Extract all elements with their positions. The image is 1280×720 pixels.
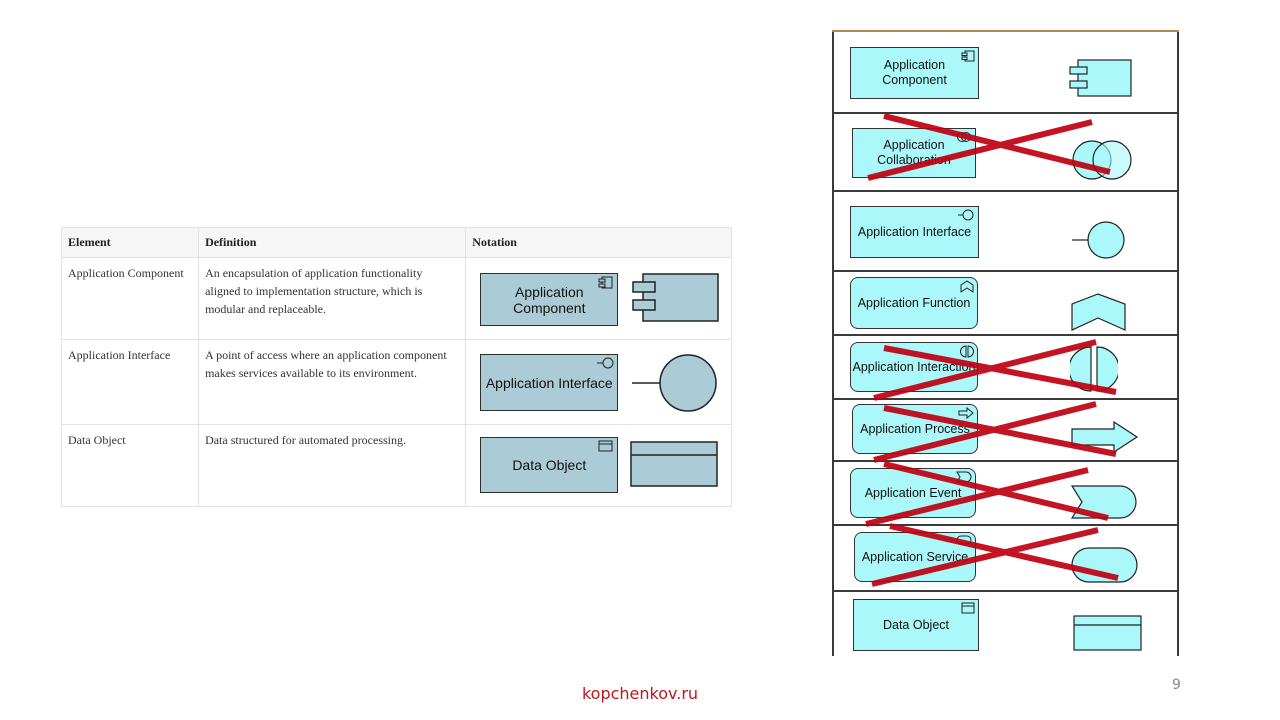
header-definition: Definition [198,227,467,258]
interface-icon [632,354,718,412]
function-icon [960,280,974,293]
process-icon [958,407,974,419]
interaction-icon [960,345,974,358]
data-object-icon [630,441,719,487]
element-box: Application Collaboration [852,128,976,178]
element-box: Application Function [850,277,978,329]
component-icon [598,276,613,289]
element-definition: An encapsulation of application function… [198,257,467,340]
function-icon [1071,293,1126,331]
notation-cell: Application Component [465,257,732,340]
notation-label: Data Object [512,457,587,473]
notation-box: Data Object [480,437,619,493]
element-definition: A point of access where an application c… [198,339,467,425]
element-box: Application Component [850,47,979,99]
panel-row-application-service: Application Service [834,524,1177,590]
element-label: Application Function [857,295,971,310]
element-box: Application Service [854,532,976,582]
page-number: 9 [1172,677,1181,693]
footer-site: kopchenkov.ru [0,684,1280,703]
collaboration-icon [1072,140,1132,180]
panel-row-application-process: Application Process [834,398,1177,460]
notation-label: Application Interface [485,374,613,391]
element-label: Data Object [882,617,949,632]
service-icon [1071,547,1138,583]
notation-cell: Data Object [465,424,732,507]
element-box: Application Event [850,468,976,518]
elements-table: Element Definition Notation Application … [60,227,732,507]
component-icon [961,50,975,62]
notation-cell: Application Interface [465,339,732,425]
data-object-icon [961,602,975,614]
interface-icon [597,357,614,369]
notation-box: Application Interface [480,354,619,411]
table-row: Application Interface A point of access … [60,339,732,425]
archimate-elements-panel: Application Component Application Collab… [832,30,1179,656]
panel-top-border [832,30,1179,32]
process-icon [1071,420,1139,454]
interface-icon [1072,221,1125,259]
element-box: Application Interaction [850,342,978,392]
site-link[interactable]: kopchenkov.ru [581,684,699,703]
element-name: Application Interface [60,339,200,425]
panel-row-application-interaction: Application Interaction [834,334,1177,398]
panel-row-application-function: Application Function [834,270,1177,334]
element-definition: Data structured for automated processing… [198,424,467,507]
header-element: Element [60,227,200,258]
component-icon [1069,59,1132,97]
panel-row-application-event: Application Event [834,460,1177,524]
notation-label: Application Component [513,283,586,316]
interaction-icon [1070,346,1118,392]
notation-box: Application Component [480,273,619,326]
element-label: Application Event [864,485,962,500]
collaboration-icon [957,132,971,142]
data-object-icon [1073,615,1142,651]
service-icon [956,535,972,545]
element-box: Data Object [853,599,979,651]
element-box: Application Process [852,404,978,454]
element-label: Application Component [882,58,947,87]
event-icon [1070,485,1137,519]
table-row: Application Component An encapsulation o… [60,257,732,340]
component-icon [632,273,720,322]
table-row: Data Object Data structured for automate… [60,424,732,507]
event-icon [956,471,972,483]
element-name: Data Object [60,424,200,507]
element-label: Application Interaction [852,359,976,374]
element-label: Application Process [860,421,970,436]
data-object-icon [598,440,613,452]
panel-row-application-interface: Application Interface [834,190,1177,270]
element-name: Application Component [60,257,200,340]
panel-row-data-object: Data Object [834,590,1177,656]
element-label: Application Interface [857,224,972,239]
element-label: Application Service [861,549,969,564]
interface-icon [958,209,974,221]
header-notation: Notation [465,227,732,258]
element-box: Application Interface [850,206,979,258]
panel-row-application-component: Application Component [834,32,1177,112]
panel-row-application-collaboration: Application Collaboration [834,112,1177,192]
